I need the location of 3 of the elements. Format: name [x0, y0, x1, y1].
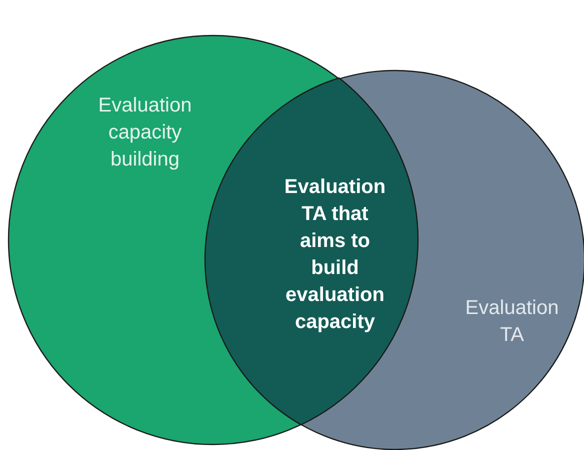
circle-label: Evaluation TA that aims to build evaluation capacity: [283, 174, 387, 335]
circle-label: Evaluation TA: [464, 296, 560, 348]
circle-label: Evaluation capacity building: [97, 94, 193, 172]
